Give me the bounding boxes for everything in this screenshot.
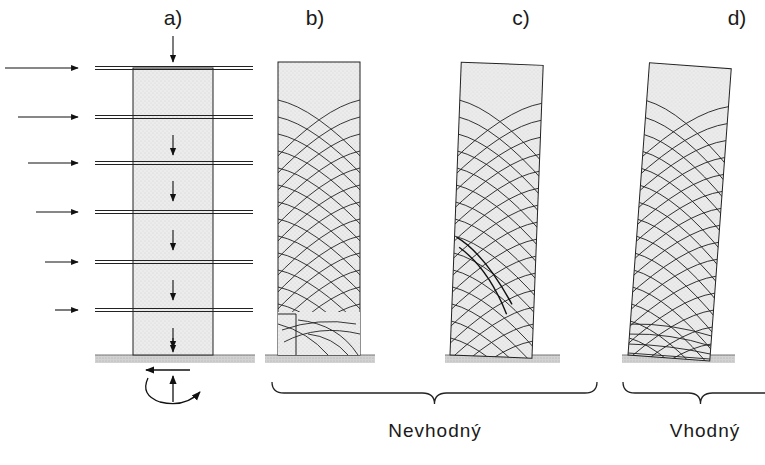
verdict-label: Vhodný [670, 421, 740, 442]
panel-letter: a) [164, 6, 183, 29]
panel-letter: d) [728, 6, 747, 29]
verdict-label: Nevhodný [388, 421, 482, 442]
panel-letter: b) [306, 6, 325, 29]
panel-letter: c) [512, 6, 530, 29]
